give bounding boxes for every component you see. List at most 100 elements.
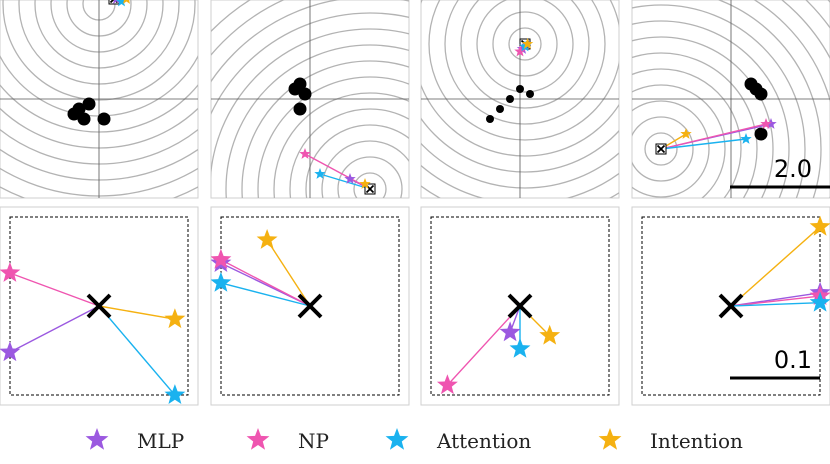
target-cross-b xyxy=(365,184,375,194)
target-cross-b xyxy=(109,0,115,4)
target-cross-b xyxy=(718,293,744,319)
scale-bar-bottom: 0.1 xyxy=(730,346,820,380)
top-row xyxy=(0,0,830,199)
pred-star-intention xyxy=(539,324,561,345)
pred-star-intention xyxy=(164,308,186,329)
pred-star-intention xyxy=(122,0,131,4)
legend-item-mlp: MLP xyxy=(85,428,184,453)
scale-bar-top: 2.0 xyxy=(730,155,830,189)
bottom-panel-frame xyxy=(0,206,199,406)
pred-star-mlp xyxy=(499,321,521,342)
pred-star-mlp xyxy=(0,341,21,362)
legend-star-icon xyxy=(598,428,622,450)
pred-star-intention xyxy=(809,215,830,236)
contour-ring xyxy=(717,0,822,198)
contour-ring xyxy=(492,11,558,77)
scale-bar-top-label: 2.0 xyxy=(774,155,812,183)
bottom-panel-content xyxy=(0,216,189,404)
context-point xyxy=(298,87,312,101)
legend-item-np: NP xyxy=(246,428,329,453)
contour-ring xyxy=(632,36,774,198)
pred-star-mlp xyxy=(765,118,777,129)
pred-line-np xyxy=(304,153,371,190)
top-panel-4 xyxy=(631,0,830,199)
pred-star-attention xyxy=(509,337,531,358)
context-point xyxy=(293,102,307,116)
contour-ring xyxy=(421,142,619,189)
pred-star-np xyxy=(299,148,311,159)
legend-label: Intention xyxy=(650,429,743,453)
bottom-panel-2 xyxy=(210,206,410,406)
pred-star-np xyxy=(760,118,772,129)
context-point xyxy=(754,127,768,141)
top-panel-content xyxy=(211,0,409,198)
pred-line-attention xyxy=(220,282,311,307)
scale-bar-bottom-label: 0.1 xyxy=(774,346,812,374)
context-point xyxy=(506,95,514,103)
dashed-box xyxy=(430,216,610,396)
context-point xyxy=(77,112,91,126)
contour-ring xyxy=(257,76,409,198)
target-cross-b xyxy=(297,293,323,319)
bottom-row xyxy=(0,206,830,406)
contour-ring xyxy=(632,52,758,198)
top-panel-3 xyxy=(420,0,620,199)
context-point xyxy=(72,102,86,116)
contour-ring xyxy=(289,108,409,198)
legend-item-attention: Attention xyxy=(385,428,531,453)
top-panel-2 xyxy=(210,0,410,199)
target-cross-b xyxy=(507,293,533,319)
contour-ring xyxy=(321,140,409,198)
pred-star-np xyxy=(436,374,458,395)
pred-star-attention xyxy=(809,291,830,312)
pred-line-intention xyxy=(730,226,821,307)
context-point xyxy=(486,115,494,123)
legend-star-icon xyxy=(85,428,109,450)
contour-ring xyxy=(632,84,726,198)
contour-ring xyxy=(211,12,409,116)
context-point xyxy=(496,105,504,113)
pred-line-np xyxy=(660,123,767,150)
pred-star-np xyxy=(0,262,21,282)
pred-star-np xyxy=(514,45,526,57)
pred-star-intention xyxy=(521,38,534,49)
contour-ring xyxy=(273,92,409,198)
contour-ring xyxy=(421,0,619,157)
pred-line-attention xyxy=(98,305,176,396)
pred-line-intention xyxy=(266,239,311,307)
target-cross-b xyxy=(656,144,666,154)
contour-ring xyxy=(632,20,790,198)
pred-line-attention xyxy=(730,302,821,307)
pred-star-intention xyxy=(359,178,371,189)
contour-ring xyxy=(632,68,742,198)
pred-line-mlp xyxy=(9,305,100,353)
context-point xyxy=(526,90,534,98)
legend-label: Attention xyxy=(436,429,531,453)
contour-ring xyxy=(644,132,678,166)
legend-label: NP xyxy=(298,429,329,453)
contour-ring xyxy=(632,100,710,198)
contour-ring xyxy=(508,27,542,61)
pred-star-np xyxy=(211,248,232,269)
bottom-panel-1 xyxy=(0,206,199,406)
contour-ring xyxy=(225,44,409,198)
pred-star-attention xyxy=(164,384,186,404)
contour-ring xyxy=(353,172,387,198)
top-panel-1 xyxy=(0,0,199,199)
pred-line-attention xyxy=(319,173,371,190)
bottom-panel-content xyxy=(211,216,400,396)
pred-star-attention xyxy=(314,168,326,179)
contour-ring xyxy=(632,116,694,182)
contour-ring xyxy=(305,124,409,198)
legend-star-icon xyxy=(246,428,270,450)
legend-star-icon xyxy=(385,428,409,450)
contour-ring xyxy=(337,156,403,198)
context-point xyxy=(97,112,111,126)
top-panel-content xyxy=(0,0,198,198)
contour-ring xyxy=(444,0,606,125)
legend-label: MLP xyxy=(137,429,184,453)
bottom-panel-3 xyxy=(420,206,620,406)
contour-ring xyxy=(476,0,574,93)
contour-ring xyxy=(460,0,590,109)
